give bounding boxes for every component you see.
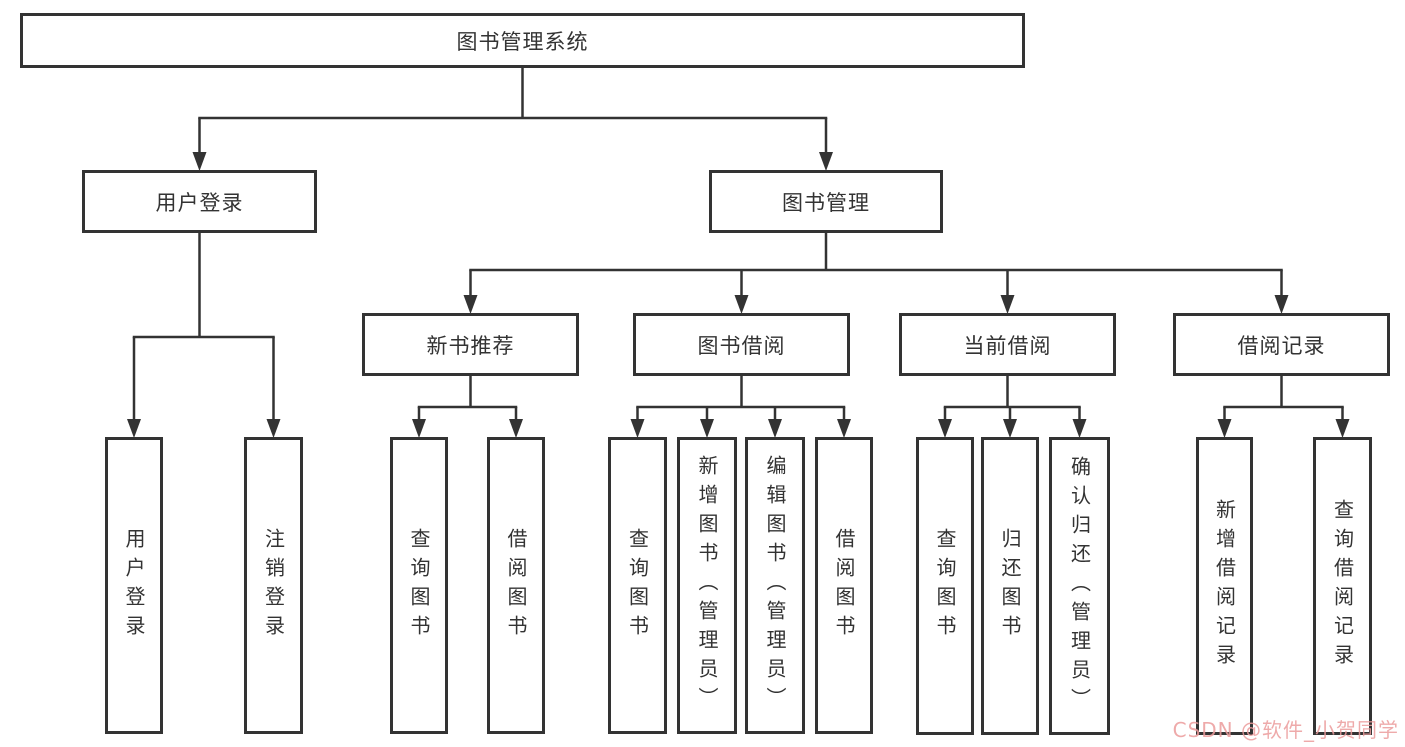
node-br-add: 新增借阅记录 bbox=[1196, 437, 1253, 735]
arrowhead-icon bbox=[127, 419, 141, 438]
node-bb-borrow: 借阅图书 bbox=[815, 437, 873, 734]
node-label-cb-return: 归还图书 bbox=[998, 528, 1022, 644]
node-label-user-login: 用户登录 bbox=[155, 190, 244, 215]
arrowhead-icon bbox=[1274, 295, 1289, 314]
node-label-br-add: 新增借阅记录 bbox=[1212, 499, 1237, 673]
node-label-bb-edit: 编辑图书（管理员） bbox=[763, 455, 787, 716]
node-bb-query: 查询图书 bbox=[608, 437, 667, 734]
arrowhead-icon bbox=[463, 295, 478, 314]
arrowhead-icon bbox=[768, 419, 782, 438]
arrowhead-icon bbox=[1072, 419, 1087, 438]
arrowhead-icon bbox=[700, 419, 714, 438]
arrowhead-icon bbox=[1335, 419, 1350, 438]
arrowhead-icon bbox=[509, 419, 523, 438]
node-label-nb-query: 查询图书 bbox=[407, 527, 431, 644]
arrowhead-icon bbox=[192, 152, 207, 171]
node-cb-return: 归还图书 bbox=[981, 437, 1039, 735]
arrowhead-icon bbox=[630, 419, 645, 438]
node-label-new-books: 新书推荐 bbox=[426, 333, 515, 358]
node-label-bb-query: 查询图书 bbox=[625, 527, 650, 644]
node-new-books: 新书推荐 bbox=[362, 313, 579, 376]
node-logout-leaf: 注销登录 bbox=[244, 437, 303, 734]
node-label-br-query: 查询借阅记录 bbox=[1330, 499, 1355, 673]
node-label-book-borrow: 图书借阅 bbox=[697, 333, 786, 358]
node-label-bb-add: 新增图书（管理员） bbox=[695, 455, 719, 716]
node-borrow-records: 借阅记录 bbox=[1173, 313, 1390, 376]
node-book-borrow: 图书借阅 bbox=[633, 313, 850, 376]
node-label-cb-query: 查询图书 bbox=[933, 528, 957, 644]
node-user-login: 用户登录 bbox=[82, 170, 317, 233]
node-book-mgmt: 图书管理 bbox=[709, 170, 943, 233]
arrowhead-icon bbox=[938, 419, 952, 438]
arrowhead-icon bbox=[412, 419, 426, 438]
node-bb-edit: 编辑图书（管理员） bbox=[745, 437, 805, 734]
arrowhead-icon bbox=[1003, 419, 1017, 438]
node-label-borrow-records: 借阅记录 bbox=[1237, 333, 1326, 358]
node-current-borrow: 当前借阅 bbox=[899, 313, 1116, 376]
node-nb-borrow: 借阅图书 bbox=[487, 437, 545, 734]
arrowhead-icon bbox=[837, 419, 851, 438]
arrowhead-icon bbox=[1000, 295, 1015, 314]
node-br-query: 查询借阅记录 bbox=[1313, 437, 1372, 735]
node-root: 图书管理系统 bbox=[20, 13, 1025, 68]
node-bb-add: 新增图书（管理员） bbox=[677, 437, 737, 734]
arrowhead-icon bbox=[266, 419, 281, 438]
node-cb-query: 查询图书 bbox=[916, 437, 974, 735]
node-label-root: 图书管理系统 bbox=[456, 29, 589, 54]
node-label-nb-borrow: 借阅图书 bbox=[504, 527, 528, 644]
node-label-cb-confirm: 确认归还（管理员） bbox=[1067, 455, 1092, 717]
node-login-leaf: 用户登录 bbox=[105, 437, 163, 734]
node-label-bb-borrow: 借阅图书 bbox=[832, 527, 856, 644]
node-label-book-mgmt: 图书管理 bbox=[782, 190, 870, 215]
node-label-current-borrow: 当前借阅 bbox=[963, 333, 1052, 358]
node-label-logout-leaf: 注销登录 bbox=[261, 527, 286, 644]
node-cb-confirm: 确认归还（管理员） bbox=[1049, 437, 1110, 735]
node-nb-query: 查询图书 bbox=[390, 437, 448, 734]
node-label-login-leaf: 用户登录 bbox=[122, 527, 146, 644]
arrowhead-icon bbox=[1217, 419, 1232, 438]
arrowhead-icon bbox=[734, 295, 749, 314]
arrowhead-icon bbox=[819, 152, 833, 171]
